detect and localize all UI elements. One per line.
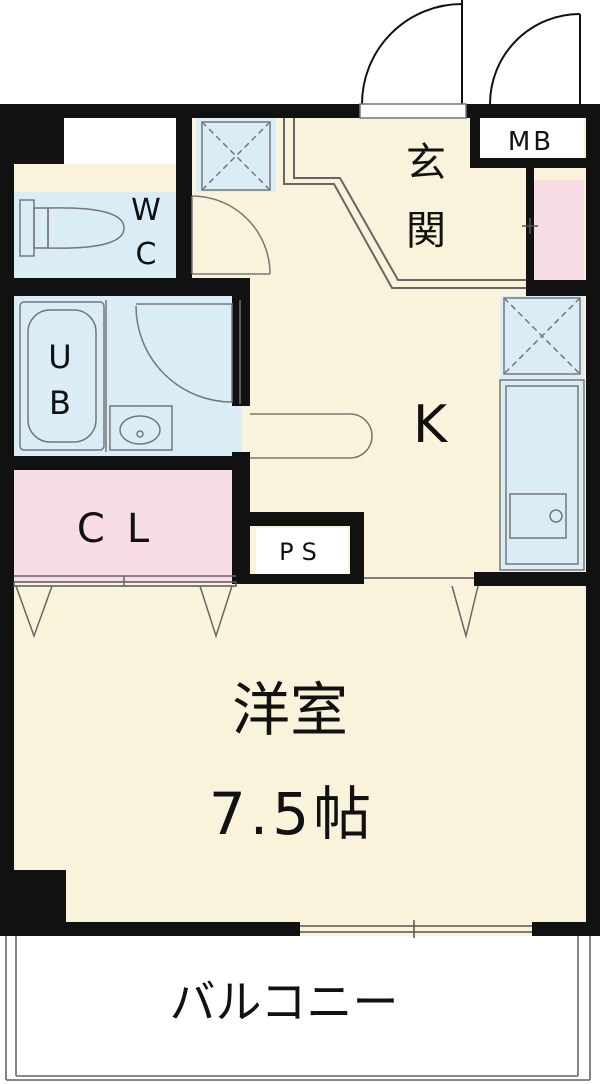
closet-label: CL xyxy=(77,506,171,552)
closet-floor xyxy=(14,470,236,582)
outer-walls xyxy=(0,104,600,936)
closet-doors xyxy=(14,575,479,639)
balcony-label: バルコニー xyxy=(169,975,398,1029)
kitchen-counter xyxy=(500,296,584,570)
entrance-shelf xyxy=(530,180,584,280)
ps-label: PS xyxy=(279,538,325,566)
mb-label: MB xyxy=(508,127,554,157)
wc-label-w: W xyxy=(131,193,161,228)
ub-label-b: B xyxy=(49,384,71,422)
ps-box xyxy=(256,528,348,574)
thin-lines xyxy=(13,218,538,938)
fridge-cross xyxy=(503,297,581,375)
shoe-box xyxy=(196,118,276,192)
shoe-box-cross xyxy=(201,121,271,191)
kitchen-label: K xyxy=(413,395,449,455)
wc-label-c: C xyxy=(136,237,157,272)
ub-floor xyxy=(14,296,242,456)
hallway-shelf xyxy=(250,413,373,459)
wc-floor xyxy=(14,192,176,278)
entrance-label-2: 関 xyxy=(406,208,446,254)
top-storage xyxy=(64,118,176,164)
interior-walls xyxy=(14,118,586,586)
entrance-step xyxy=(283,118,526,289)
western-room-size: 7.5帖 xyxy=(209,780,375,848)
entrance-doors xyxy=(359,0,581,119)
kitchen-sink xyxy=(499,379,585,571)
entrance-label-1: 玄 xyxy=(406,140,446,186)
balcony-outline xyxy=(5,936,591,1081)
wc-fixtures xyxy=(19,195,271,275)
western-room-label: 洋室 xyxy=(232,676,348,744)
ub-label-u: U xyxy=(48,338,71,376)
ub-fixtures xyxy=(19,300,241,452)
